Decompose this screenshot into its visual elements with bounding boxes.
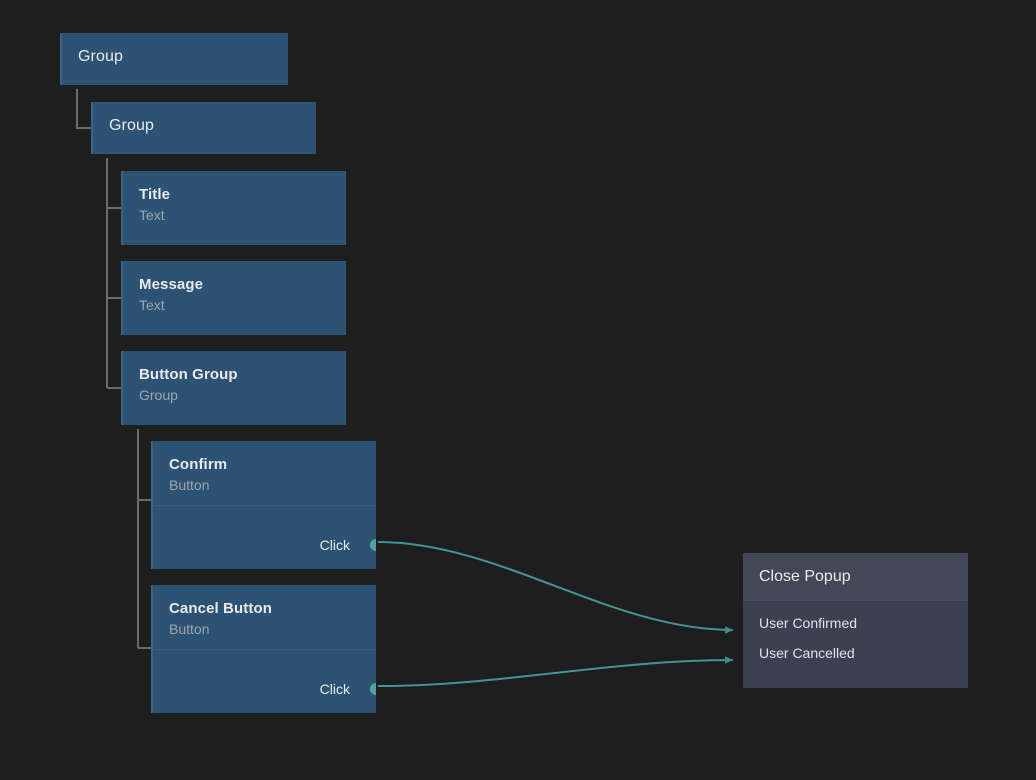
input-port-label: User Cancelled: [759, 645, 855, 661]
output-port-click[interactable]: Click: [153, 672, 376, 706]
node-title-text[interactable]: Title Text: [121, 171, 346, 245]
node-header: Group: [93, 102, 316, 136]
port-label: Click: [319, 681, 350, 697]
node-title: Group: [109, 117, 154, 134]
tree-link-group-group: [76, 89, 91, 129]
node-divider: [153, 505, 376, 506]
node-title: Cancel Button: [169, 600, 272, 617]
node-title: Title: [139, 186, 171, 203]
node-header: Title Text: [123, 171, 346, 225]
action-node-inputs: User Confirmed User Cancelled: [743, 601, 968, 668]
edge-confirm-to-user-confirmed: [377, 541, 734, 634]
node-header: Message Text: [123, 261, 346, 315]
edge-cancel-to-user-cancelled: [377, 656, 734, 687]
node-close-popup[interactable]: Close Popup User Confirmed User Cancelle…: [743, 553, 968, 688]
node-confirm-button[interactable]: Confirm Button Click: [151, 441, 376, 569]
node-header: Confirm Button: [153, 441, 376, 495]
node-cancel-button[interactable]: Cancel Button Button Click: [151, 585, 376, 713]
node-group-child[interactable]: Group: [91, 102, 316, 154]
node-title: Button Group: [139, 366, 238, 383]
node-header: Button Group Group: [123, 351, 346, 405]
node-group-root[interactable]: Group: [60, 33, 288, 85]
action-node-title: Close Popup: [759, 567, 851, 585]
input-port-label: User Confirmed: [759, 615, 858, 631]
node-title: Confirm: [169, 456, 228, 473]
node-title: Group: [78, 48, 123, 65]
node-subtitle: Text: [139, 297, 165, 313]
port-dot-icon[interactable]: [370, 539, 376, 551]
input-port-user-confirmed[interactable]: User Confirmed: [743, 608, 968, 638]
output-port-click[interactable]: Click: [153, 528, 376, 562]
node-subtitle: Button: [169, 477, 210, 493]
port-label: Click: [319, 537, 350, 553]
node-header: Cancel Button Button: [153, 585, 376, 639]
node-title: Message: [139, 276, 204, 293]
input-port-user-cancelled[interactable]: User Cancelled: [743, 638, 968, 668]
port-dot-icon[interactable]: [370, 683, 376, 695]
node-message-text[interactable]: Message Text: [121, 261, 346, 335]
node-divider: [153, 649, 376, 650]
node-button-group[interactable]: Button Group Group: [121, 351, 346, 425]
action-node-header: Close Popup: [743, 553, 968, 601]
node-subtitle: Button: [169, 621, 210, 637]
node-subtitle: Text: [139, 207, 165, 223]
node-header: Group: [62, 33, 288, 67]
node-subtitle: Group: [139, 387, 178, 403]
